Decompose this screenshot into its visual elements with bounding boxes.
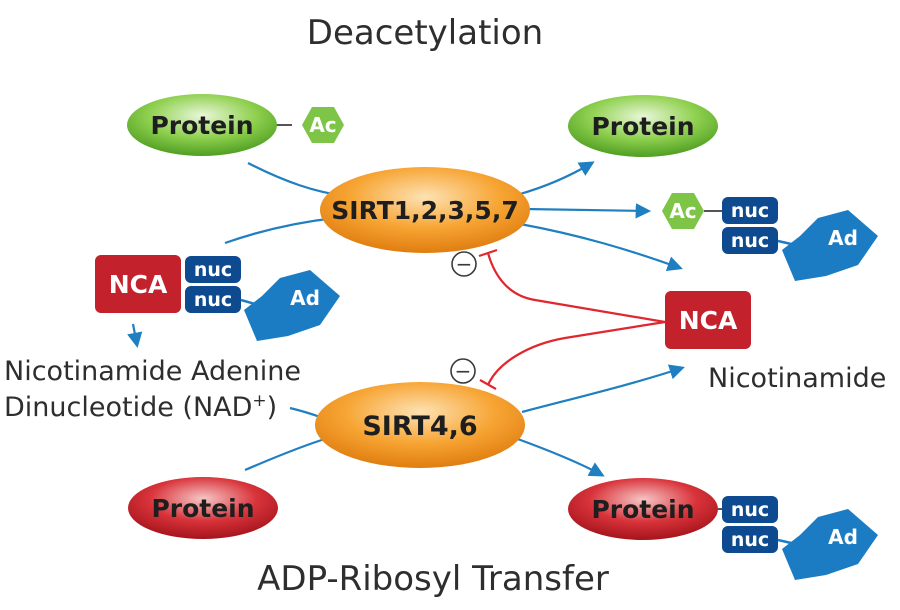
svg-text:Ac: Ac [309, 113, 336, 137]
title-deacetylation: Deacetylation [307, 13, 543, 53]
title-adp-ribosyl-transfer: ADP-Ribosyl Transfer [257, 559, 609, 599]
svg-text:Ad: Ad [290, 286, 320, 310]
svg-text:−: − [455, 359, 472, 383]
svg-text:Protein: Protein [591, 112, 694, 141]
line-protein-ac-to-sirt-top [247, 162, 346, 198]
nuc-box-right-top: nuc [722, 197, 778, 224]
arrow-nca-down [127, 323, 143, 349]
nca-box-right: NCA [665, 291, 751, 349]
adenine-shape-bottom-right: Ad [782, 509, 878, 580]
inhibition-symbol-top: − [451, 251, 477, 277]
label-nad-line2: Dinucleotide (NAD+) [4, 391, 277, 423]
svg-text:Protein: Protein [591, 495, 694, 524]
svg-text:nuc: nuc [194, 259, 232, 281]
nuc-box-bottom-right-bottom: nuc [722, 526, 778, 553]
adenine-shape-right: Ad [782, 210, 878, 281]
inhibition-symbol-bottom: − [450, 358, 476, 384]
protein-red-bottom-left: Protein [128, 477, 278, 539]
svg-text:Protein: Protein [150, 111, 253, 140]
label-nad-line1: Nicotinamide Adenine [4, 356, 301, 387]
protein-red-bottom-right: Protein [568, 478, 718, 540]
svg-text:nuc: nuc [731, 230, 769, 252]
nuc-box-bottom-right-top: nuc [722, 496, 778, 523]
inhibition-line-nca-to-sirt-bottom [486, 320, 666, 386]
line-nad-to-sirt-top [224, 216, 336, 245]
arrow-sirt-bottom-to-nca [521, 364, 685, 414]
nuc-box-right-bottom: nuc [722, 227, 778, 254]
inhibition-bar-bottom [479, 379, 497, 390]
svg-text:SIRT1,2,3,5,7: SIRT1,2,3,5,7 [331, 196, 518, 225]
acetyl-hexagon-right: Ac [662, 193, 704, 229]
sirt-1-2-3-5-7-oval: SIRT1,2,3,5,7 [320, 167, 530, 253]
nuc-box-left-bottom: nuc [185, 286, 241, 313]
svg-text:SIRT4,6: SIRT4,6 [362, 411, 477, 442]
nca-box-left: NCA [95, 255, 181, 313]
svg-text:nuc: nuc [731, 200, 769, 222]
label-nicotinamide: Nicotinamide [708, 363, 886, 394]
acetyl-hexagon-top-left: Ac [302, 107, 344, 143]
nuc-box-left-top: nuc [185, 256, 241, 283]
arrow-sirt-top-to-ac-adp-ribose [524, 203, 652, 219]
adenine-shape-left: Ad [244, 270, 340, 341]
svg-text:NCA: NCA [109, 270, 168, 299]
arrow-sirt-top-to-protein [519, 161, 595, 196]
svg-text:nuc: nuc [194, 289, 232, 311]
arrow-sirt-bottom-to-protein-adp-ribose [514, 436, 605, 477]
protein-green-top-left: Protein [127, 94, 277, 156]
line-protein-red-to-sirt-bottom [244, 436, 329, 472]
svg-text:nuc: nuc [731, 499, 769, 521]
line-nad-to-sirt-bottom [289, 406, 321, 419]
inhibition-bar-top [478, 248, 498, 258]
svg-text:Ad: Ad [828, 226, 858, 250]
inhibition-line-nca-to-sirt-top [486, 252, 666, 324]
svg-text:nuc: nuc [731, 529, 769, 551]
svg-text:Ac: Ac [669, 199, 696, 223]
sirt-4-6-oval: SIRT4,6 [315, 382, 525, 468]
svg-text:−: − [456, 252, 473, 276]
arrow-sirt-top-to-nca [519, 222, 683, 272]
svg-text:Protein: Protein [151, 494, 254, 523]
svg-text:Ad: Ad [828, 525, 858, 549]
protein-green-top-right: Protein [568, 95, 718, 157]
svg-text:NCA: NCA [679, 306, 738, 335]
